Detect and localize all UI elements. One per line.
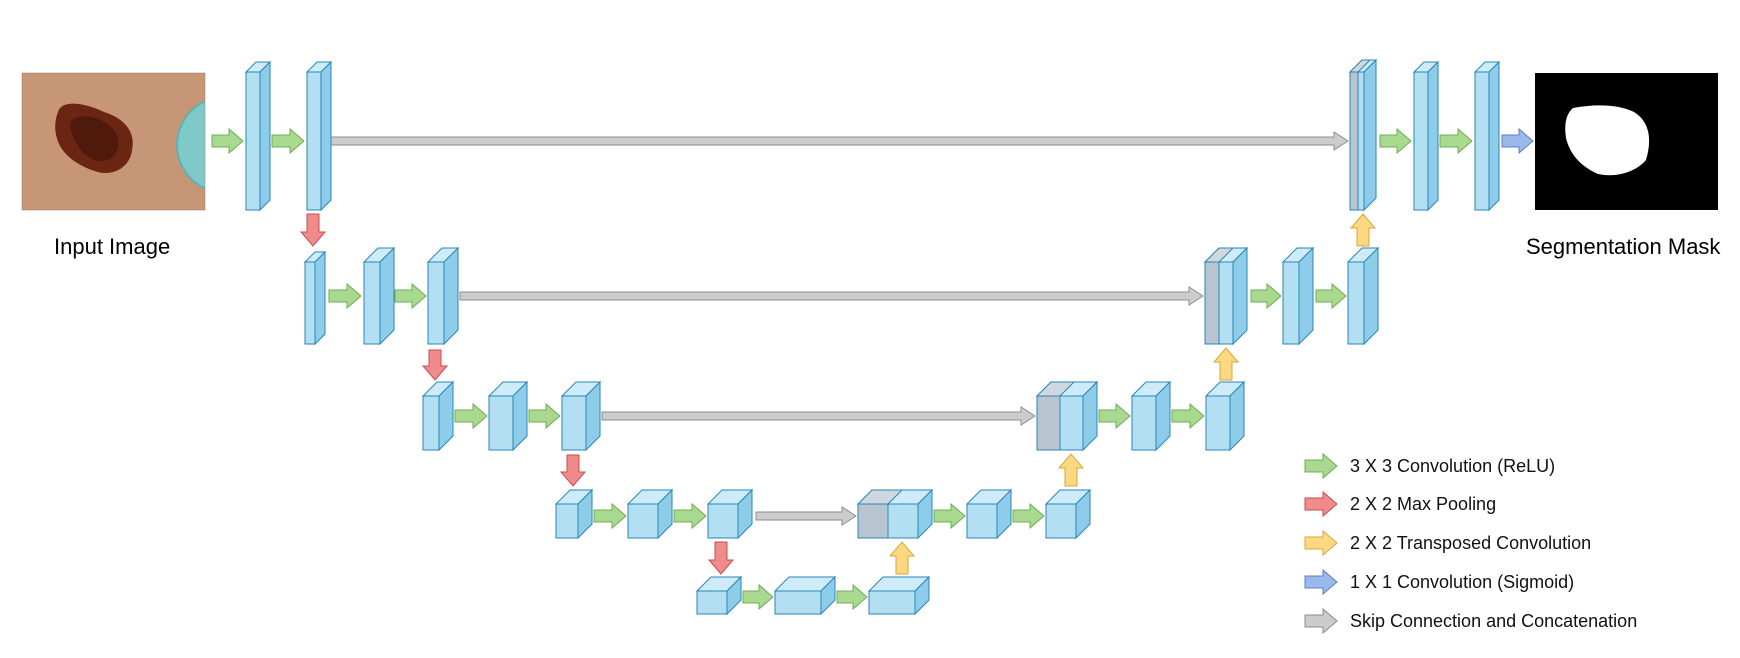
input-image — [21, 72, 206, 211]
legend-label-max-pool: 2 X 2 Max Pooling — [1350, 494, 1496, 514]
feature-map-l3-d — [1130, 380, 1172, 452]
feature-map-l4-d — [965, 488, 1013, 540]
legend-label-conv-relu: 3 X 3 Convolution (ReLU) — [1350, 456, 1555, 476]
feature-map-l2-c — [426, 246, 460, 346]
feature-map-l1-c — [1412, 60, 1440, 212]
feature-map-l3-c — [560, 380, 602, 452]
segmentation-mask-image — [1535, 73, 1718, 210]
segmentation-mask-label: Segmentation Mask — [1526, 234, 1721, 259]
conv-arrow — [1098, 402, 1131, 430]
max-pool-arrow — [299, 213, 327, 247]
conv-arrow — [528, 402, 561, 430]
skip-connection-arrow — [601, 406, 1036, 426]
legend-arrow-transposed — [1304, 529, 1338, 557]
feature-map-l4-concat — [856, 488, 934, 540]
conv-arrow — [1171, 402, 1205, 430]
feature-map-l3-e — [1204, 380, 1246, 452]
legend-arrow-conv-relu — [1304, 452, 1338, 480]
feature-maps — [244, 58, 1501, 616]
feature-map-l4-a — [554, 488, 594, 540]
feature-map-l4-e — [1044, 488, 1092, 540]
feature-map-l5-b — [773, 575, 837, 616]
upconv-arrow — [1212, 347, 1240, 381]
feature-map-l2-a — [303, 250, 327, 346]
legend-label-conv-sigmoid: 1 X 1 Convolution (Sigmoid) — [1350, 572, 1574, 592]
feature-map-l2-d — [1281, 246, 1315, 346]
upconv-arrow — [888, 541, 916, 575]
conv-arrow — [742, 583, 774, 611]
conv-arrow — [593, 502, 627, 530]
feature-map-l2-concat — [1203, 246, 1249, 346]
feature-map-l1-concat — [1348, 58, 1378, 212]
conv-arrow — [673, 502, 707, 530]
skip-connection-arrow — [330, 131, 1349, 151]
mask-region — [1565, 105, 1650, 176]
conv-arrow — [1379, 127, 1412, 155]
teal-sticker — [176, 100, 205, 190]
skip-connection-arrow — [755, 506, 857, 526]
feature-map-l5-c — [867, 575, 931, 616]
lesion-core — [70, 116, 119, 162]
input-image-label: Input Image — [54, 234, 171, 259]
conv-arrow — [454, 402, 488, 430]
max-pool-arrow — [559, 454, 587, 487]
feature-map-l2-b — [362, 246, 396, 346]
legend-arrow-skip — [1304, 607, 1338, 635]
conv-arrow — [933, 502, 966, 530]
conv-arrow — [394, 282, 427, 310]
operation-arrows — [211, 127, 1534, 611]
feature-map-l1-d — [1473, 60, 1501, 212]
feature-map-l4-b — [626, 488, 674, 540]
sigmoid-conv-arrow — [1501, 127, 1534, 155]
conv-arrow — [836, 583, 868, 611]
conv-arrow — [1439, 127, 1473, 155]
feature-map-l4-c — [706, 488, 754, 540]
legend-arrow-conv-sigmoid — [1304, 568, 1338, 596]
max-pool-arrow — [421, 349, 449, 381]
upconv-arrow — [1349, 213, 1377, 247]
feature-map-l1-b — [305, 60, 333, 212]
feature-map-l2-e — [1346, 246, 1380, 346]
conv-arrow — [271, 127, 305, 155]
conv-arrow — [1012, 502, 1045, 530]
skip-connections — [330, 131, 1349, 526]
feature-map-l3-concat — [1035, 380, 1099, 452]
legend: 3 X 3 Convolution (ReLU) 2 X 2 Max Poolin… — [1304, 452, 1637, 635]
max-pool-arrow — [707, 541, 735, 575]
feature-map-l3-b — [487, 380, 529, 452]
upconv-arrow — [1057, 453, 1085, 487]
skip-connection-arrow — [459, 286, 1204, 306]
feature-map-l3-a — [421, 380, 455, 452]
feature-map-l1-a — [244, 60, 272, 212]
legend-label-skip: Skip Connection and Concatenation — [1350, 611, 1637, 631]
feature-map-l5-a — [695, 575, 743, 616]
conv-arrow — [211, 127, 244, 155]
legend-arrow-max-pool — [1304, 490, 1338, 518]
conv-arrow — [1315, 282, 1347, 310]
legend-label-transposed: 2 X 2 Transposed Convolution — [1350, 533, 1591, 553]
conv-arrow — [1250, 282, 1282, 310]
conv-arrow — [328, 282, 362, 310]
